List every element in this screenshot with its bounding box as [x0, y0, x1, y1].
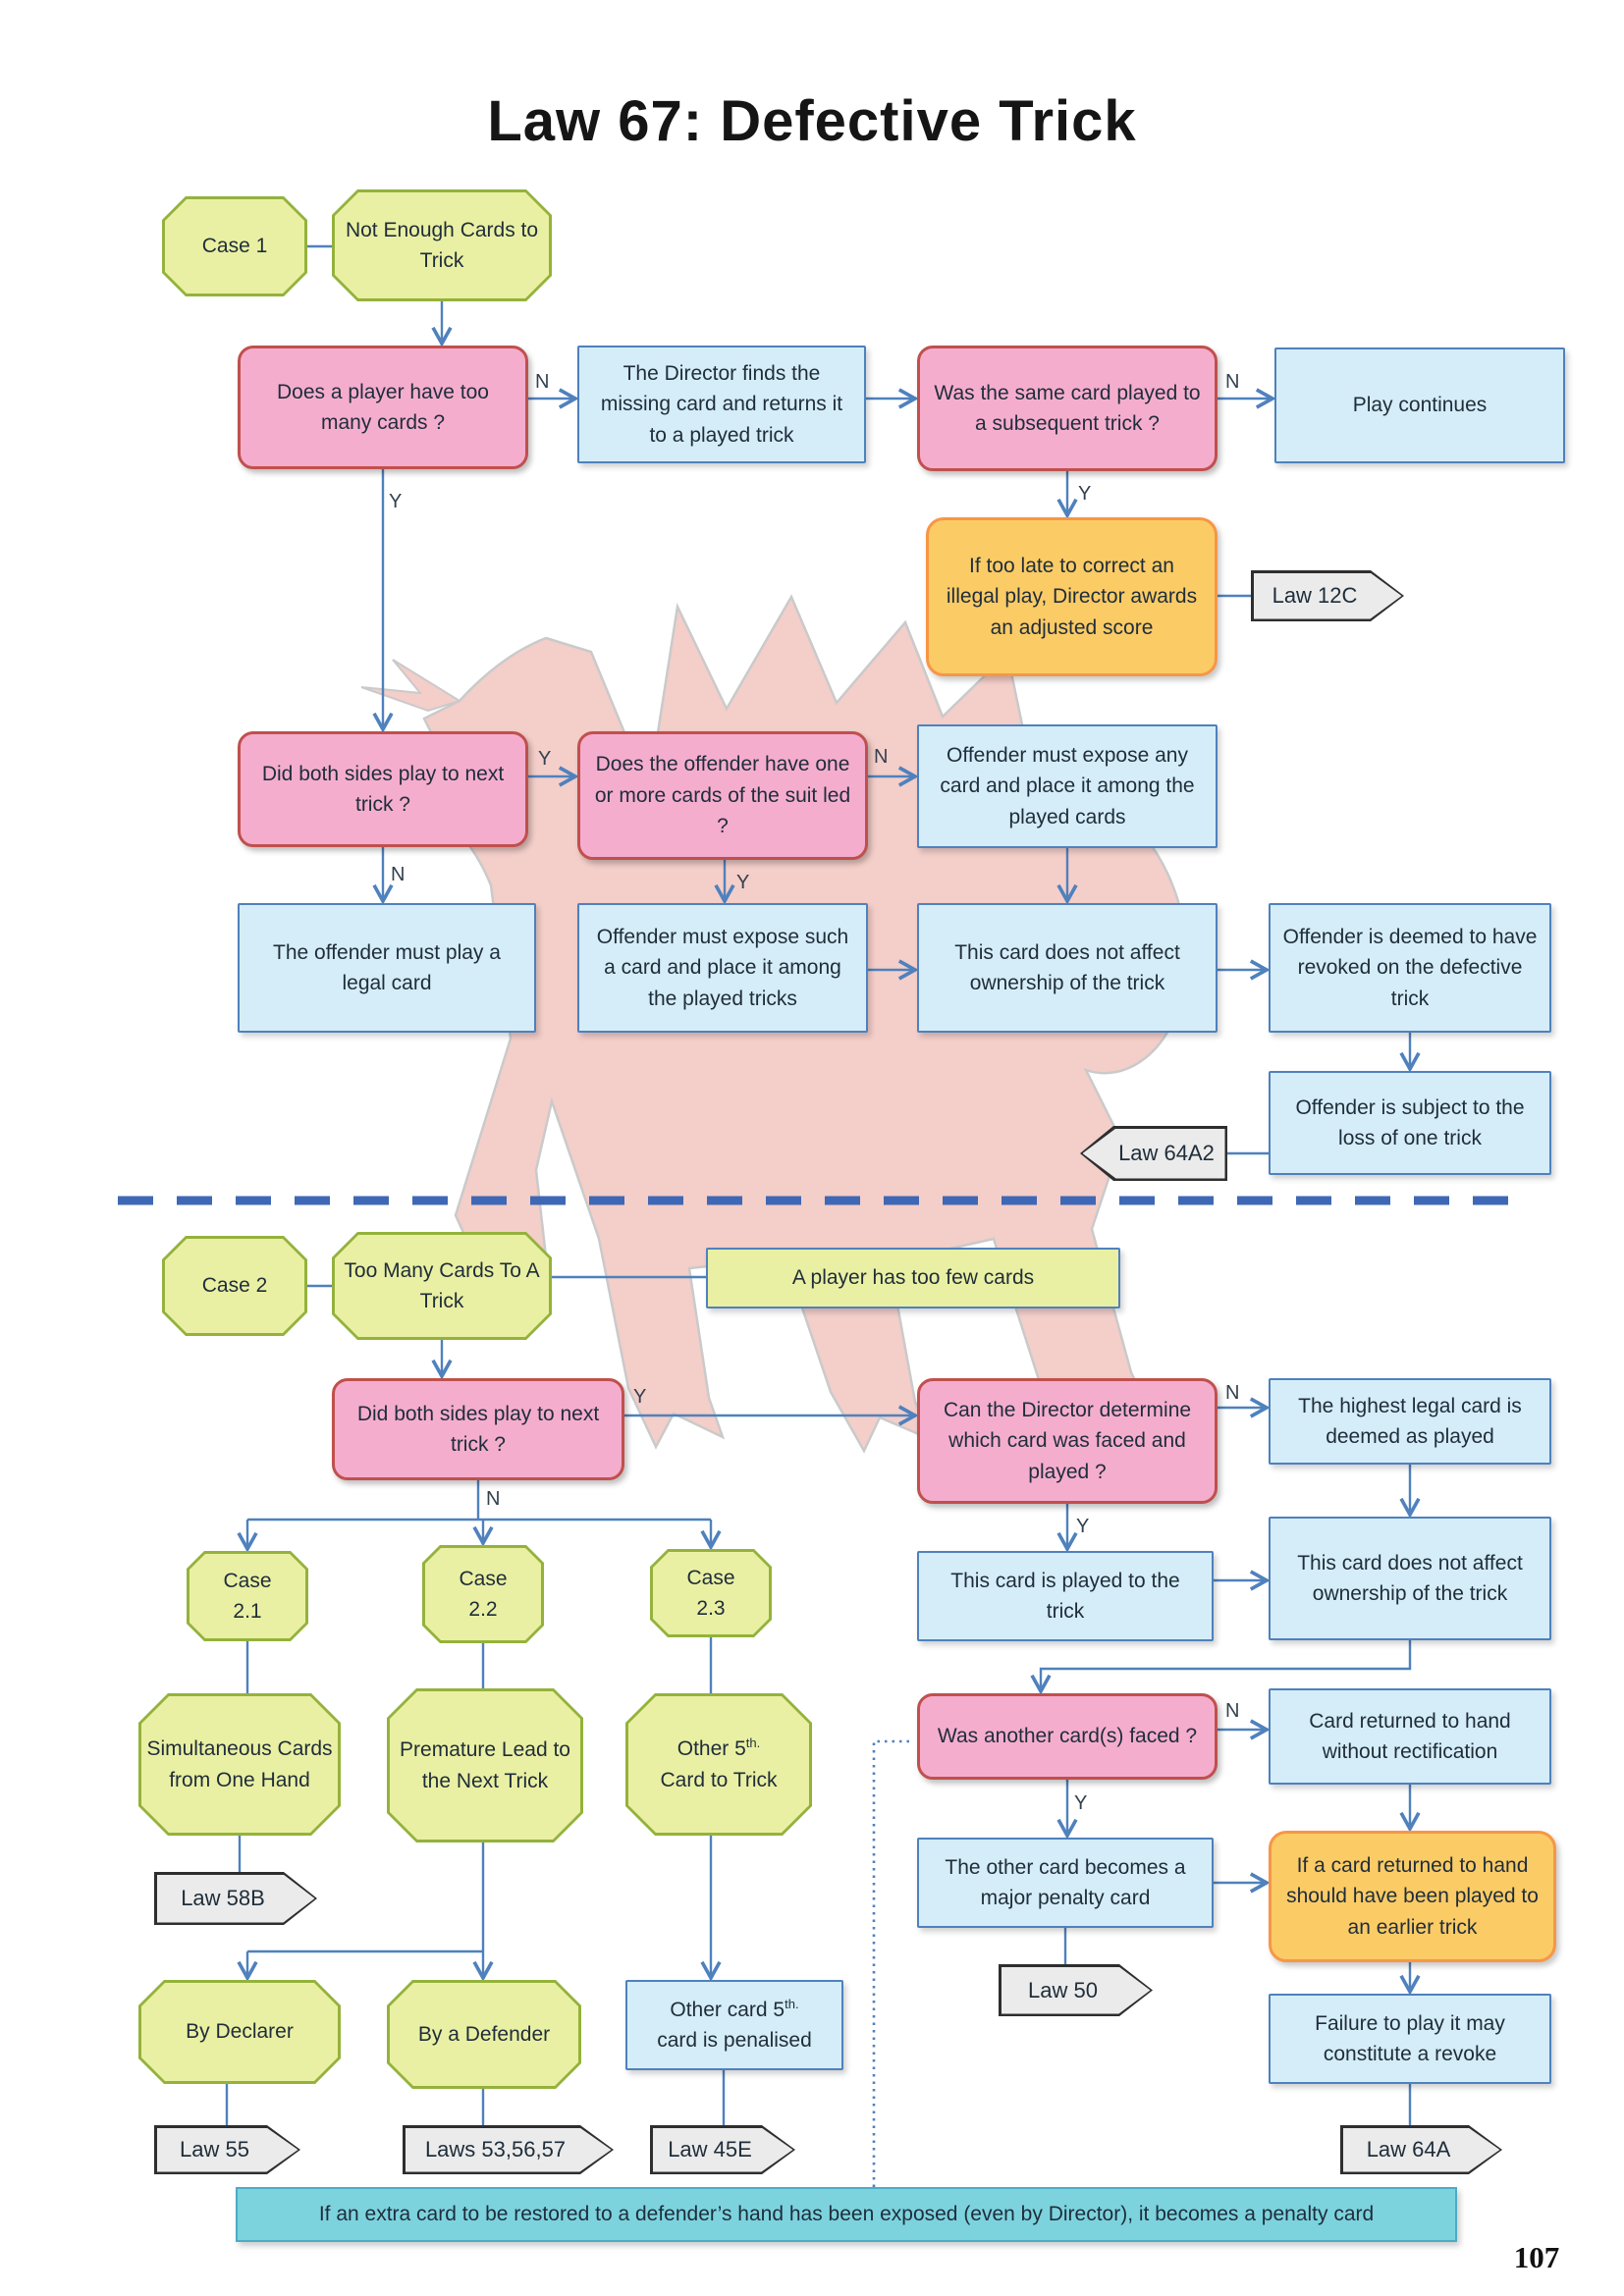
decision-both-sides-next-trick-2: Did both sides play to next trick ? [332, 1378, 624, 1480]
action-play-legal-card: The offender must play a legal card [238, 903, 536, 1033]
edge-label-n: N [1225, 1382, 1240, 1404]
result-no-ownership-change-2: This card does not affect ownership of t… [1269, 1517, 1551, 1640]
note-card-returned-earlier-trick: If a card returned to hand should have b… [1269, 1831, 1556, 1962]
node-by-defender: By a Defender [387, 1980, 581, 2089]
action-expose-such-card: Offender must expose such a card and pla… [577, 903, 868, 1033]
law-reference-58b: Law 58B [154, 1872, 317, 1925]
result-card-played-to-trick: This card is played to the trick [917, 1551, 1214, 1641]
edge-label-n: N [486, 1488, 501, 1510]
action-expose-any-card: Offender must expose any card and place … [917, 724, 1218, 848]
edge-label-y: Y [1076, 1516, 1090, 1537]
edge-label-y: Y [1078, 483, 1092, 505]
edge-label-n: N [1225, 371, 1240, 393]
action-adjusted-score: If too late to correct an illegal play, … [926, 517, 1218, 676]
page-title: Law 67: Defective Trick [487, 89, 1137, 153]
result-deemed-revoked: Offender is deemed to have revoked on th… [1269, 903, 1551, 1033]
law-reference-64a2: Law 64A2 [1080, 1126, 1227, 1181]
case1-topic: Not Enough Cards to Trick [332, 189, 552, 301]
case2-badge: Case 2 [162, 1236, 307, 1336]
law-reference-50: Law 50 [999, 1964, 1153, 2016]
decision-director-determine: Can the Director determine which card wa… [917, 1378, 1218, 1504]
edge-label-n: N [535, 371, 550, 393]
law-reference-12c: Law 12C [1251, 570, 1404, 621]
case23-topic-other5th: Other 5th.Card to Trick [625, 1693, 812, 1836]
superscript: th. [785, 1996, 799, 2011]
result-returned-without-rectification: Card returned to hand without rectificat… [1269, 1688, 1551, 1785]
case1-badge: Case 1 [162, 196, 307, 296]
footer-banner-note: If an extra card to be restored to a def… [236, 2187, 1457, 2242]
result-no-ownership-change-1: This card does not affect ownership of t… [917, 903, 1218, 1033]
page-number: 107 [1513, 2240, 1560, 2274]
edge-label-y: Y [736, 872, 750, 893]
dotted-feedback-line [872, 1739, 913, 2187]
edge-label-n: N [1225, 1700, 1240, 1722]
decision-same-card-subsequent: Was the same card played to a subsequent… [917, 346, 1218, 471]
decision-offender-has-suit: Does the offender have one or more cards… [577, 731, 868, 860]
node-by-declarer: By Declarer [138, 1980, 341, 2084]
law-reference-64a: Law 64A [1340, 2125, 1502, 2174]
superscript: th. [745, 1735, 761, 1750]
edge-label-y: Y [633, 1386, 647, 1408]
edge-label-n: N [874, 746, 889, 768]
result-major-penalty-card: The other card becomes a major penalty c… [917, 1838, 1214, 1928]
decision-both-sides-next-trick-1: Did both sides play to next trick ? [238, 731, 528, 847]
action-director-finds-card: The Director finds the missing card and … [577, 346, 866, 463]
result-highest-legal-card: The highest legal card is deemed as play… [1269, 1378, 1551, 1465]
edge-label-y: Y [389, 491, 403, 512]
result-other-card-penalised: Other card 5th.card is penalised [625, 1980, 843, 2070]
plain-connectors [225, 244, 1412, 2125]
result-play-continues: Play continues [1274, 347, 1565, 463]
law-reference-55: Law 55 [154, 2125, 300, 2174]
decision-too-many-cards: Does a player have too many cards ? [238, 346, 528, 469]
case22-topic-premature: Premature Lead to the Next Trick [387, 1688, 583, 1842]
decision-another-card-faced: Was another card(s) faced ? [917, 1693, 1218, 1780]
law-reference-53-56-57: Laws 53,56,57 [403, 2125, 614, 2174]
case21-topic-simultaneous: Simultaneous Cards from One Hand [138, 1693, 341, 1836]
case2-topic: Too Many Cards To A Trick [332, 1232, 552, 1340]
note-too-few-cards: A player has too few cards [706, 1248, 1120, 1308]
law-reference-45e: Law 45E [650, 2125, 795, 2174]
result-failure-revoke: Failure to play it may constitute a revo… [1269, 1994, 1551, 2084]
result-loss-of-one-trick: Offender is subject to the loss of one t… [1269, 1071, 1551, 1175]
edge-label-n: N [391, 864, 406, 885]
edge-label-y: Y [1074, 1792, 1088, 1814]
edge-label-y: Y [538, 748, 552, 770]
